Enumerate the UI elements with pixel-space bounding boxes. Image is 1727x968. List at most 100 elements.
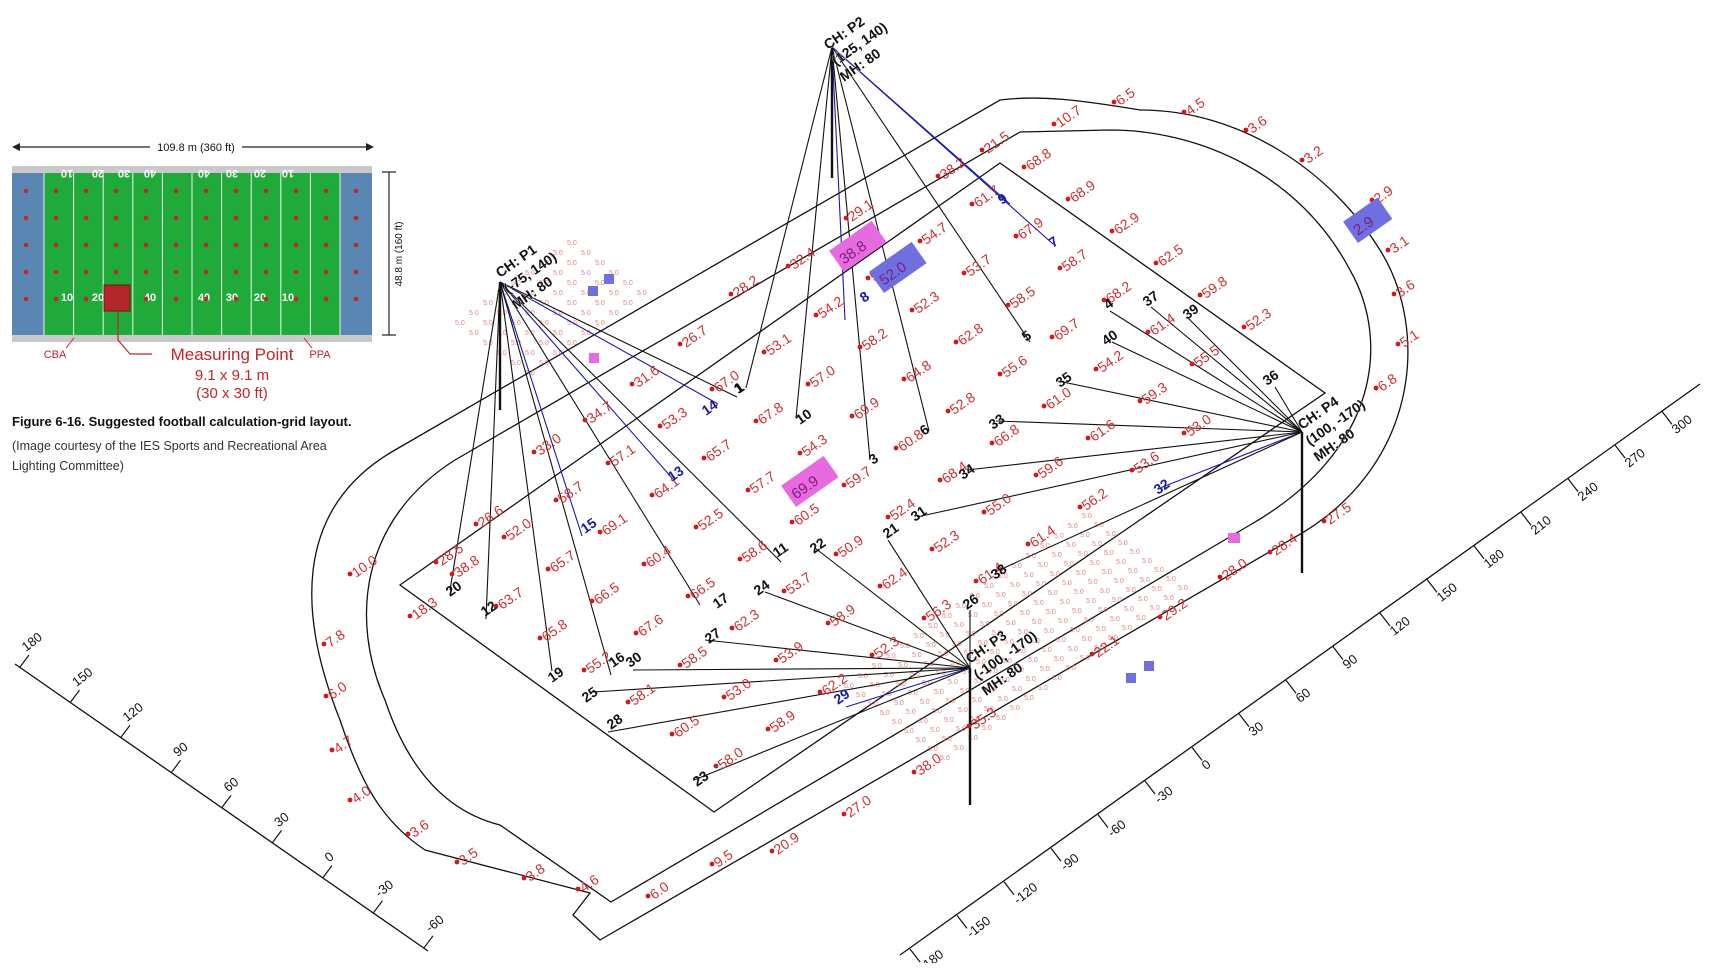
grid-point <box>23 215 29 221</box>
seat-value: 5.0 <box>982 725 992 732</box>
seat-value: 5.0 <box>595 300 605 307</box>
aim-line <box>607 667 971 733</box>
seat-value: 5.0 <box>870 682 880 689</box>
illuminance-value: 62.3 <box>731 606 763 635</box>
marker-square <box>588 286 598 296</box>
measure-point <box>589 598 595 604</box>
grid-point <box>203 215 209 221</box>
seat-value: 5.0 <box>1070 627 1080 634</box>
measure-point <box>1049 334 1055 340</box>
illuminance-value: 3.1 <box>1387 232 1412 256</box>
yard-number-bottom: 10 <box>61 292 73 304</box>
grid-point <box>143 242 149 248</box>
measure-point <box>901 376 907 382</box>
measure-point <box>785 263 791 269</box>
isometric-plan: 1801501209060300-30-60-180-150-120-90-60… <box>14 13 1701 968</box>
illuminance-value: 53.0 <box>1183 411 1215 440</box>
illuminance-value: 58.2 <box>859 325 891 354</box>
illuminance-value: 9.5 <box>711 846 736 870</box>
aim-point-label: 35 <box>1053 368 1075 390</box>
seat-value: 5.0 <box>1068 646 1078 653</box>
grid-point <box>263 242 269 248</box>
grid-point <box>233 242 239 248</box>
seat-value: 5.0 <box>984 583 994 590</box>
seat-value: 5.0 <box>1006 620 1016 627</box>
yard-number-top: 20 <box>254 167 266 179</box>
seat-value: 5.0 <box>469 310 479 317</box>
seat-value: 5.0 <box>1098 607 1108 614</box>
seat-value: 5.0 <box>998 696 1008 703</box>
illuminance-value: 54.2 <box>1095 347 1127 376</box>
aim-point-label: 23 <box>690 767 712 789</box>
grid-point <box>53 269 59 275</box>
seat-value: 5.0 <box>984 706 994 713</box>
seat-value: 5.0 <box>920 699 930 706</box>
grid-point <box>353 215 359 221</box>
seat-value: 5.0 <box>1044 628 1054 635</box>
measure-point <box>797 450 803 456</box>
grid-point <box>203 242 209 248</box>
highlight-box <box>1343 197 1393 244</box>
seat-value: 5.0 <box>950 660 960 667</box>
seat-value: 5.0 <box>886 653 896 660</box>
seat-value: 5.0 <box>968 612 978 619</box>
illuminance-value: 67.9 <box>1015 214 1047 243</box>
measure-point <box>935 173 941 179</box>
illuminance-value: 58.7 <box>1059 246 1091 275</box>
aim-line <box>916 431 1303 518</box>
illuminance-value: 57.1 <box>607 441 639 470</box>
illuminance-value: 4.6 <box>577 871 602 895</box>
seat-value: 5.0 <box>553 330 563 337</box>
highlight-box <box>829 220 887 272</box>
illuminance-value: 69.1 <box>599 510 631 539</box>
grid-point <box>323 296 329 302</box>
measure-point <box>449 571 455 577</box>
seat-value: 5.0 <box>539 340 549 347</box>
measure-point <box>841 811 847 817</box>
seat-value: 5.0 <box>1002 658 1012 665</box>
seat-value: 5.0 <box>567 240 577 247</box>
seat-value: 5.0 <box>952 641 962 648</box>
aim-line <box>1274 386 1303 433</box>
grid-point <box>23 296 29 302</box>
illuminance-value: 26.7 <box>679 322 711 351</box>
aim-line <box>831 46 846 321</box>
aim-line <box>499 281 612 676</box>
seat-value: 5.0 <box>918 718 928 725</box>
aim-point-label: 36 <box>1260 366 1282 388</box>
measure-point <box>323 693 329 699</box>
measure-point <box>693 524 699 530</box>
seat-value: 5.0 <box>1082 513 1092 520</box>
seat-value: 5.0 <box>944 717 954 724</box>
seat-value: 5.0 <box>567 280 577 287</box>
seat-value: 5.0 <box>988 668 998 675</box>
measure-point <box>721 694 727 700</box>
measure-point <box>1013 233 1019 239</box>
seat-value: 5.0 <box>974 678 984 685</box>
seat-value: 5.0 <box>1068 523 1078 530</box>
measure-point <box>473 521 479 527</box>
seat-value: 5.0 <box>1040 666 1050 673</box>
measure-point <box>531 449 537 455</box>
illuminance-value: 68.8 <box>1023 145 1055 174</box>
figure-caption-body: (Image courtesy of the IES Sports and Re… <box>12 439 327 473</box>
aim-line <box>845 667 971 708</box>
seat-value: 5.0 <box>912 652 922 659</box>
grid-point <box>353 188 359 194</box>
seat-value: 5.0 <box>581 270 591 277</box>
illuminance-value: 69.7 <box>1051 315 1083 344</box>
grid-point <box>143 188 149 194</box>
left-axis-tick-label: 0 <box>322 849 337 865</box>
measure-point <box>773 657 779 663</box>
seat-value: 5.0 <box>567 320 577 327</box>
track-outline <box>311 97 1409 941</box>
seat-value: 5.0 <box>525 310 535 317</box>
measure-point <box>433 559 439 565</box>
grid-point <box>53 242 59 248</box>
seat-value: 5.0 <box>938 651 948 658</box>
measure-point <box>1051 121 1057 127</box>
measure-point <box>347 797 353 803</box>
grid-point <box>233 188 239 194</box>
aim-point-label: 17 <box>710 589 732 611</box>
measure-point <box>1041 403 1047 409</box>
